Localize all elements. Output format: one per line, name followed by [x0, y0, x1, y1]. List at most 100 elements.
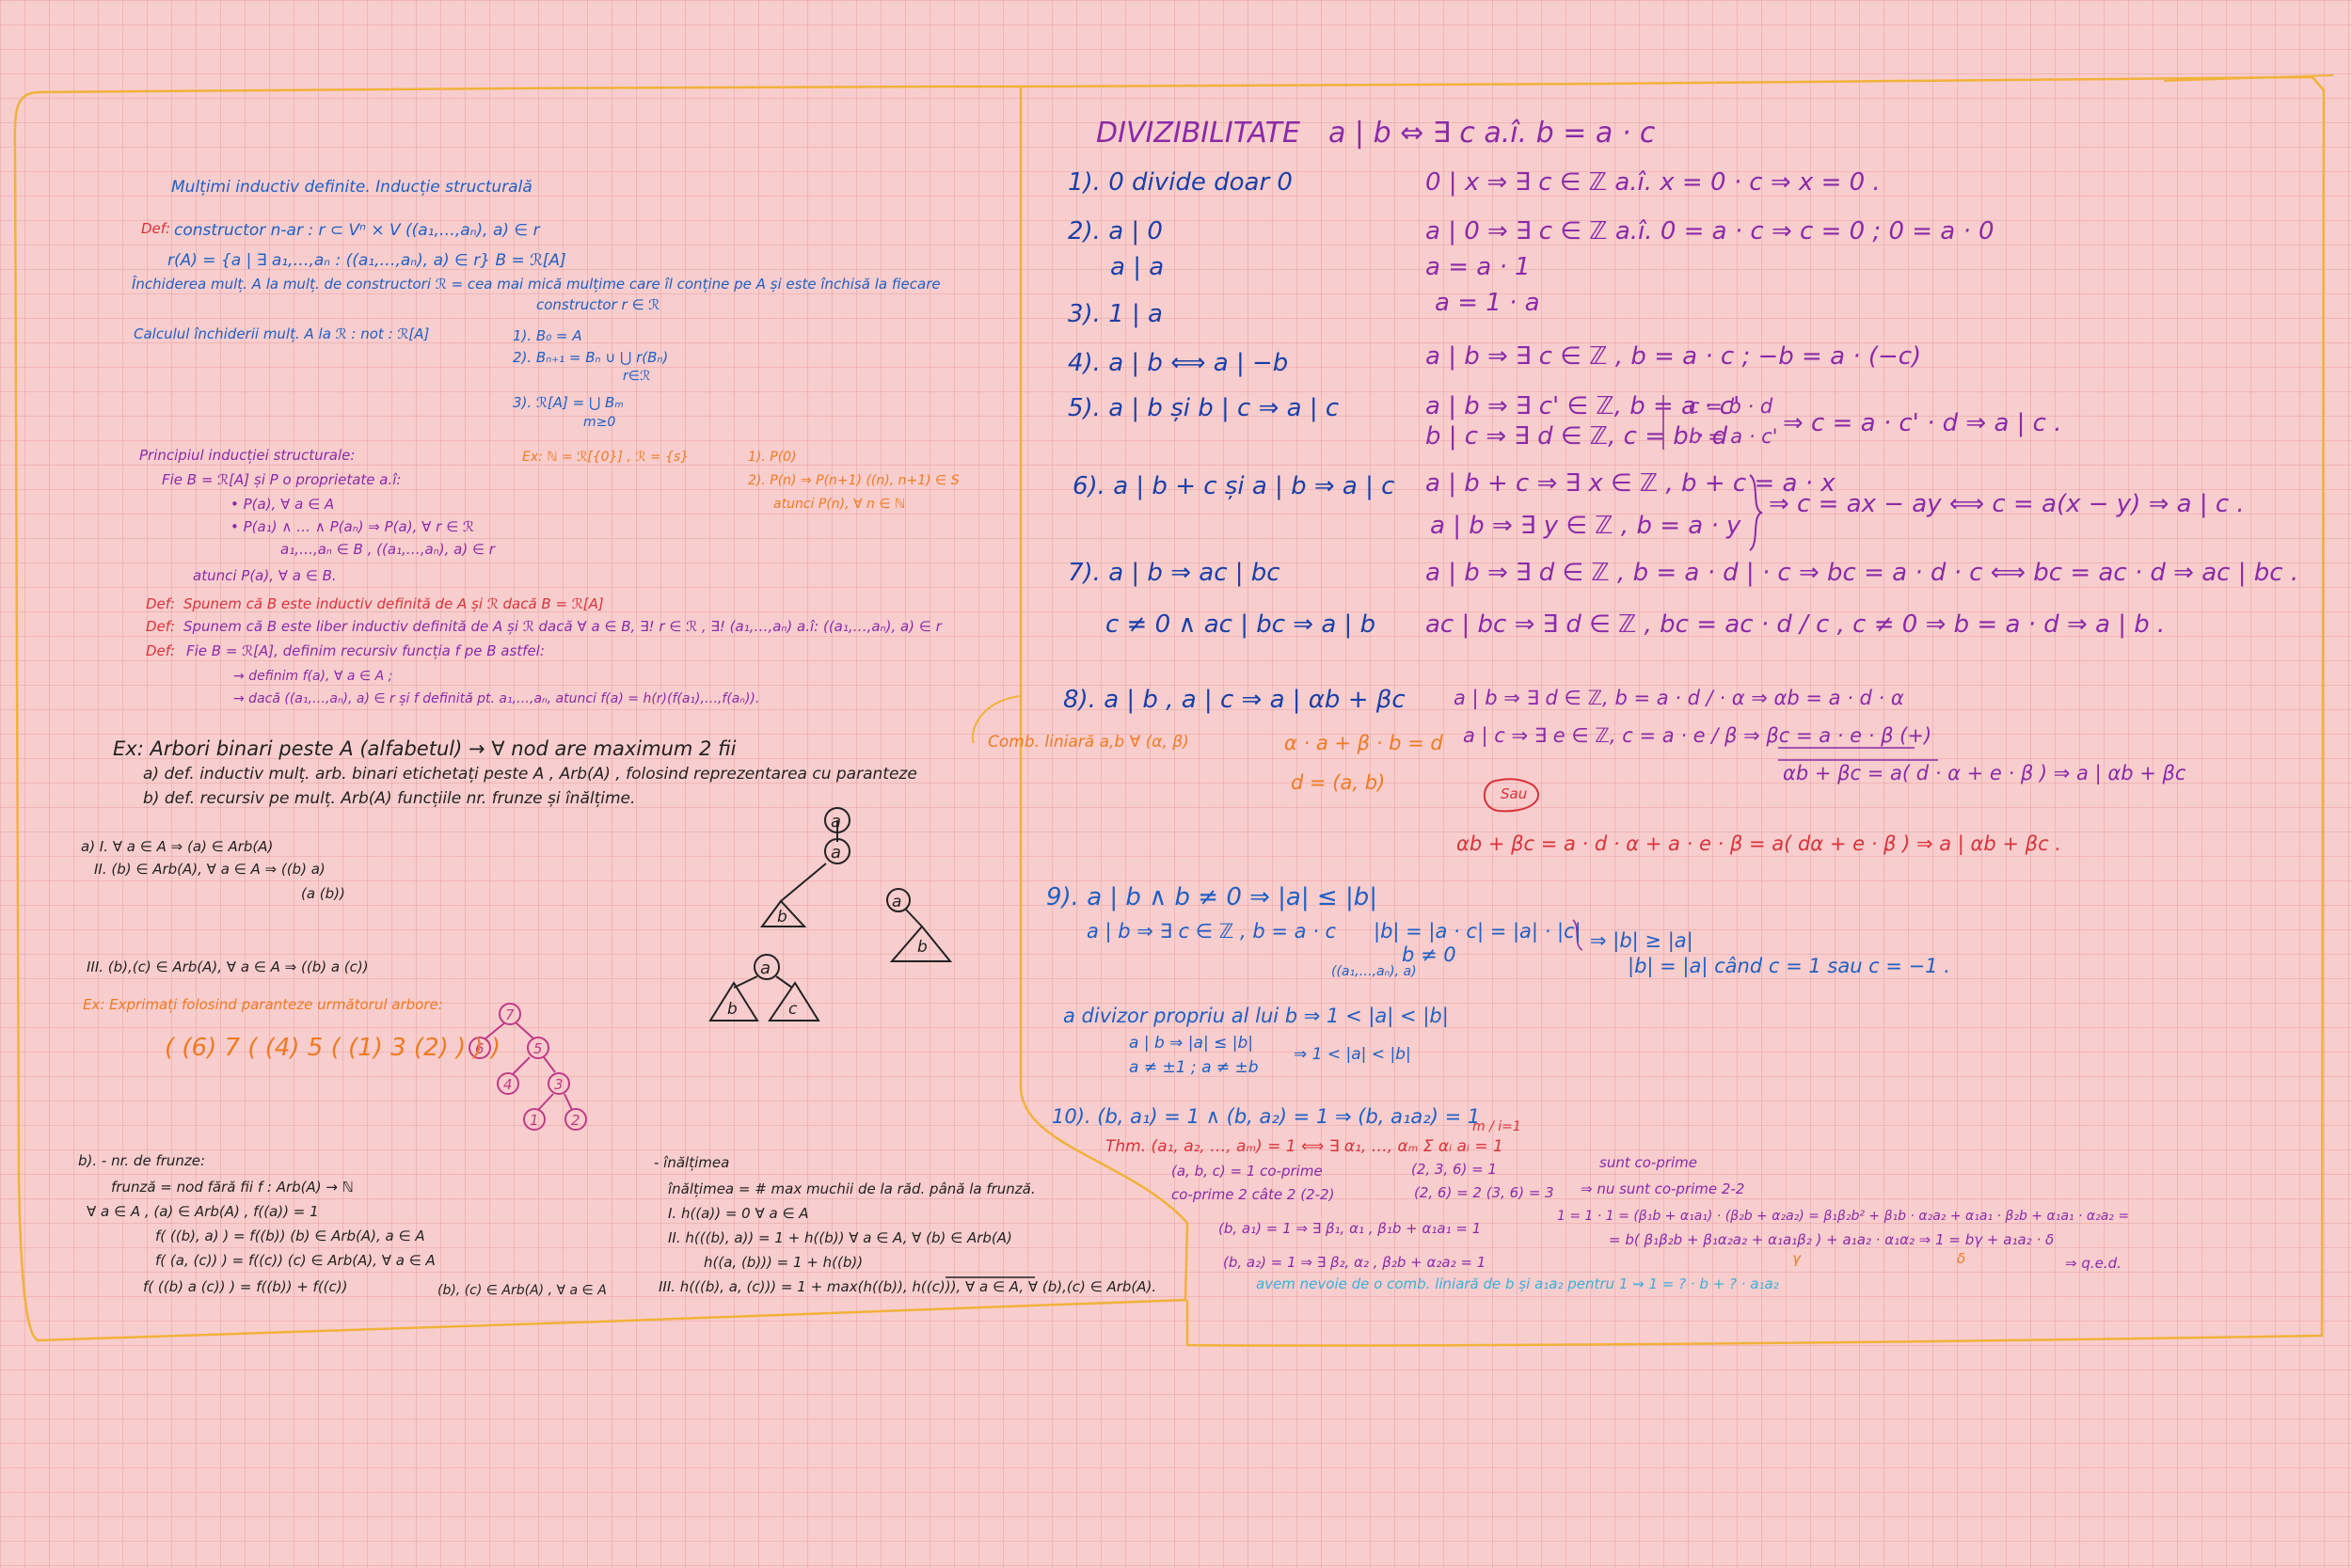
tree1-child-node — [824, 838, 850, 864]
tree3-left-subtree — [708, 981, 759, 1022]
height-def: înălțimea = # max muchii de la răd. până… — [668, 1180, 1036, 1197]
calc-step-3: 3). ℛ[A] = ⋃ Bₘ — [513, 394, 624, 411]
prop6-proof-1: a | b + c ⇒ ∃ x ∈ ℤ , b + c = a · x — [1425, 469, 1836, 498]
prop2-proof-2: a = a · 1 — [1425, 253, 1531, 281]
delta-label: δ — [1957, 1250, 1966, 1267]
prop8-proof-2: a | c ⇒ ∃ e ∈ ℤ, c = a · e / β ⇒ βc = a … — [1463, 724, 1932, 747]
ex-n: Ex: ℕ = ℛ[{0}] , ℛ = {s} — [522, 450, 690, 465]
calc-step-2: 2). Bₙ₊₁ = Bₙ ∪ ⋃ r(Bₙ) — [513, 349, 669, 366]
prop8: 8). a | b , a | c ⇒ a | αb + βc — [1063, 686, 1406, 714]
product-2: = b( β₁β₂b + β₁α₂a₂ + α₁a₁β₂ ) + a₁a₂ · … — [1609, 1231, 2055, 1248]
tree4-node-6 — [469, 1037, 491, 1059]
tree2-root-node — [886, 888, 911, 912]
tree4-node-2 — [564, 1108, 587, 1131]
leaves-line1: frunză = nod fără fii f : Arb(A) → ℕ — [111, 1179, 354, 1196]
def1-label: Def: — [141, 220, 171, 237]
principle-line4: a₁,…,aₙ ∈ B , ((a₁,…,aₙ), a) ∈ r — [280, 541, 495, 558]
ex-n-2: 2). P(n) ⇒ P(n+1) ((n), n+1) ∈ S — [748, 473, 960, 488]
tree4-label-6: 6 — [475, 1040, 485, 1057]
need-comb: avem nevoie de o comb. liniară de b și a… — [1256, 1275, 1779, 1292]
tree4-label-5: 5 — [533, 1040, 543, 1057]
coprime-6: ⇒ nu sunt co-prime 2-2 — [1581, 1180, 1745, 1197]
prop2-b: a | a — [1110, 253, 1165, 281]
prop7: 7). a | b ⇒ ac | bc — [1068, 559, 1280, 587]
closure-line1: Închiderea mulț. A la mulț. de construct… — [132, 276, 941, 293]
prop5-proof-2: b | c ⇒ ∃ d ∈ ℤ, c = b · d — [1425, 422, 1728, 451]
tree1-sub-label: b — [777, 908, 787, 927]
right-panel-outline — [1020, 75, 2326, 1347]
tree2-root-label: a — [892, 893, 901, 911]
leaves-title: b). - nr. de frunze: — [78, 1152, 206, 1169]
prop6-proof-2: a | b ⇒ ∃ y ∈ ℤ , b = a · y — [1430, 512, 1741, 540]
prop1-proof: 0 | x ⇒ ∃ c ∈ ℤ a.î. x = 0 · c ⇒ x = 0 . — [1425, 168, 1881, 197]
principle-line3: • P(a₁) ∧ … ∧ P(aₙ) ⇒ P(a), ∀ r ∈ ℛ — [230, 518, 474, 535]
sau-circle — [1483, 778, 1540, 813]
comb-gcd: d = (a, b) — [1291, 771, 1386, 794]
principle-title: Principiul inducției structurale: — [139, 447, 356, 464]
def3-label: Def: — [146, 618, 176, 635]
brace-p6 — [1749, 474, 1764, 551]
arb-rule-II-b: (a (b)) — [301, 885, 345, 902]
prop9-proof-1: a | b ⇒ ∃ c ∈ ℤ , b = a · c — [1087, 920, 1337, 942]
leaves-line5-cond: (b), (c) ∈ Arb(A) , ∀ a ∈ A — [437, 1283, 607, 1298]
prop4: 4). a | b ⟺ a | −b — [1068, 349, 1289, 377]
prop8-proof-4: αb + βc = a · d · α + a · e · β = a( dα … — [1456, 832, 2061, 855]
leaves-line5: f( ((b) a (c)) ) = f((b)) + f((c)) — [143, 1278, 348, 1295]
tree2-subtree — [889, 925, 953, 962]
height-rule-III: III. h(((b), a, (c))) = 1 + max(h((b)), … — [659, 1278, 1157, 1295]
prop2-proof-3: a = 1 · a — [1435, 289, 1540, 317]
principle-line5: atunci P(a), ∀ a ∈ B. — [193, 567, 337, 584]
tree1-root-node — [824, 807, 850, 833]
coprime-5: sunt co-prime — [1599, 1154, 1698, 1171]
right-title: DIVIZIBILITATE — [1096, 117, 1300, 150]
tree4-label-4: 4 — [503, 1076, 513, 1093]
prop9-proof-5: ⇒ |b| ≥ |a| — [1590, 929, 1693, 952]
right-title-def: a | b ⇔ ∃ c a.î. b = a · c — [1328, 117, 1656, 150]
def3-text: Spunem că B este liber inductiv definită… — [183, 618, 942, 635]
bezout-1: (b, a₁) = 1 ⇒ ∃ β₁, α₁ , β₁b + α₁a₁ = 1 — [1218, 1220, 1482, 1237]
prop3: 3). 1 | a — [1068, 300, 1163, 328]
prop6: 6). a | b + c și a | b ⇒ a | c — [1073, 472, 1395, 500]
coprime-3: (2, 3, 6) = 1 — [1411, 1161, 1498, 1178]
tree4-label-7: 7 — [505, 1006, 515, 1023]
divprop: a divizor propriu al lui b ⇒ 1 < |a| < |… — [1063, 1005, 1449, 1027]
prop7-proof-2: ac | bc ⇒ ∃ d ∈ ℤ , bc = ac · d / c , c … — [1425, 610, 2166, 639]
principle-line2: • P(a), ∀ a ∈ A — [230, 496, 335, 513]
height-rule-I: I. h((a)) = 0 ∀ a ∈ A — [668, 1205, 809, 1222]
tree3-root-node — [754, 954, 780, 980]
coprime-4: (2, 6) = 2 (3, 6) = 3 — [1414, 1184, 1554, 1201]
prop5: 5). a | b și b | c ⇒ a | c — [1068, 394, 1340, 422]
ex-n-1: 1). P(0) — [748, 450, 797, 465]
prop9-proof-6: |b| = |a| când c = 1 sau c = −1 . — [1628, 955, 1950, 977]
def4-label: Def: — [146, 642, 176, 659]
height-title: - înălțimea — [654, 1154, 730, 1171]
ex-expr: Ex: Exprimați folosind paranteze următor… — [83, 996, 443, 1013]
arb-rule-III: III. (b),(c) ∈ Arb(A), ∀ a ∈ A ⇒ ((b) a … — [87, 958, 369, 975]
tree-1: a a b — [760, 807, 850, 927]
prop7-proof-1: a | b ⇒ ∃ d ∈ ℤ , b = a · d | · c ⇒ bc =… — [1425, 559, 2299, 587]
tree-4 — [469, 1003, 587, 1131]
ex-expr-answer: ( (6) 7 ( (4) 5 ( (1) 3 (2) ) ) ) — [165, 1034, 501, 1062]
comb-eq: α · a + β · b = d — [1284, 732, 1443, 754]
tree1-subtree — [760, 899, 807, 927]
bezout-2: (b, a₂) = 1 ⇒ ∃ β₂, α₂ , β₂b + α₂a₂ = 1 — [1223, 1254, 1486, 1271]
tree2-sub-label: b — [917, 938, 928, 957]
tree-3: a b c — [708, 954, 820, 1022]
calc-text: Calculul închiderii mulț. A la ℛ : not :… — [134, 325, 430, 342]
tree4-label-3: 3 — [554, 1076, 564, 1093]
sau-label: Sau — [1501, 785, 1528, 802]
coprime-2: co-prime 2 câte 2 (2-2) — [1171, 1186, 1335, 1203]
prop9-proof-2: |b| = |a · c| = |a| · |c| — [1374, 920, 1581, 942]
prop9-proof-3: b ≠ 0 — [1402, 943, 1456, 966]
def2-text: Spunem că B este inductiv definită de A … — [183, 595, 604, 612]
def2-label: Def: — [146, 595, 176, 612]
thm: Thm. (a₁, a₂, …, aₘ) = 1 ⟺ ∃ α₁, …, αₘ Σ… — [1105, 1137, 1503, 1156]
height-rule-II-b: h((a, (b))) = 1 + h((b)) — [704, 1254, 864, 1271]
gamma-label: γ — [1792, 1250, 1801, 1267]
tree1-root-label: a — [831, 812, 841, 832]
leaves-line4: f( (a, (c)) ) = f((c)) (c) ∈ Arb(A), ∀ a… — [155, 1252, 436, 1269]
prop5-proof-4: b = a · c' — [1689, 425, 1778, 448]
prop8-proof-1: a | b ⇒ ∃ d ∈ ℤ, b = a · d / · α ⇒ αb = … — [1454, 687, 1904, 709]
arb-rule-II: II. (b) ∈ Arb(A), ∀ a ∈ A ⇒ ((b) a) — [94, 861, 326, 878]
